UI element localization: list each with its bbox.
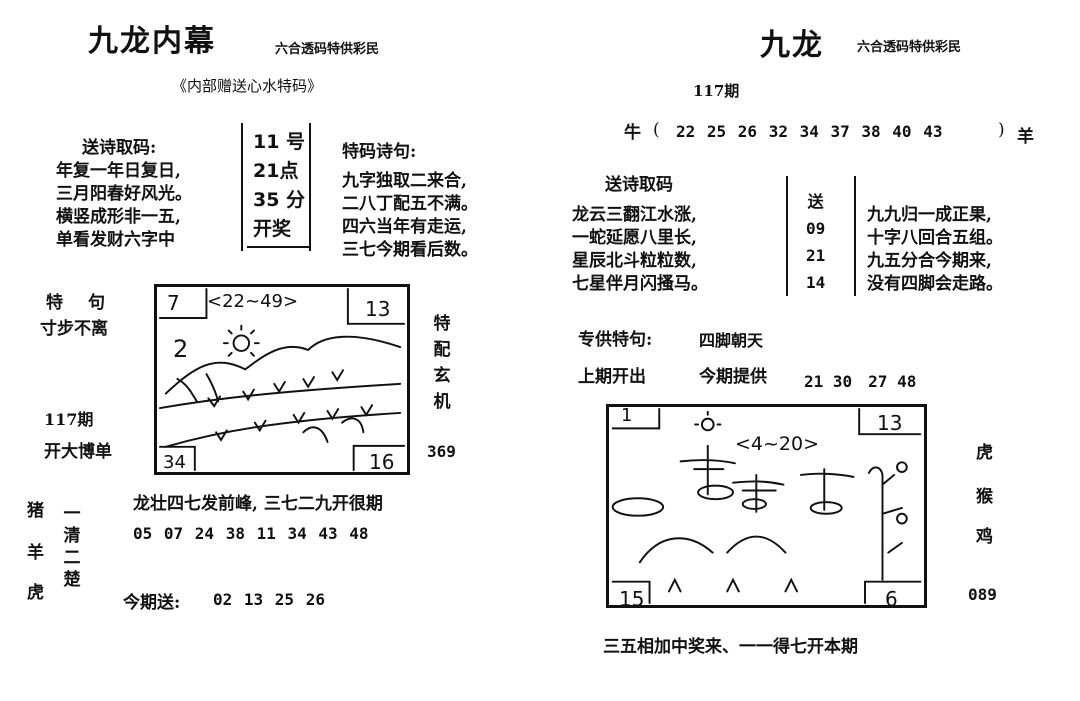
right-poem2-line: 没有四脚会走路。 xyxy=(867,274,1003,294)
right-poem2-line: 九五分合今期来, xyxy=(867,251,992,271)
right-send-column: 送 09 21 14 xyxy=(806,188,825,296)
left-zodiac-2: 羊 xyxy=(27,543,44,563)
sketch-range: <22~49> xyxy=(207,291,299,312)
right-last-label: 上期开出 xyxy=(578,367,646,387)
right-poem2: 九九归一成正果, 十字八回合五组。 九五分合今期来, 没有四脚会走路。 xyxy=(867,204,1003,296)
special-poem-line: 四六当年有走运, xyxy=(342,217,467,237)
right-niu: 牛 xyxy=(624,123,641,143)
right-provide-numbers: 21 30 27 48 xyxy=(804,372,917,391)
left-poem: 年复一年日复日, 三月阳春好风光。 横竖成形非一五, 单看发财六字中 xyxy=(56,160,192,252)
right-zodiac-1: 虎 xyxy=(976,443,993,463)
left-big-bet: 开大博单 xyxy=(44,442,112,462)
left-special-phrase: 寸步不离 xyxy=(40,319,108,339)
left-subtitle: 六合透码特供彩民 xyxy=(275,42,380,57)
right-yang: 羊 xyxy=(1017,127,1034,147)
right-paren-open: ( xyxy=(653,120,660,140)
left-today-numbers: 02 13 25 26 xyxy=(213,590,325,609)
sketch-corner-tr: 13 xyxy=(877,411,903,435)
left-zodiac-1: 猪 xyxy=(27,501,44,521)
sketch-corner-bl: 15 xyxy=(619,587,645,611)
right-poem: 龙云三翻江水涨, 一蛇延愿八里长, 星辰北斗粒粒数, 七星伴月闪搔马。 xyxy=(572,204,708,296)
left-today-label: 今期送: xyxy=(123,593,181,613)
sketch-corner-br: 6 xyxy=(885,587,898,611)
right-poem2-line: 九九归一成正果, xyxy=(867,205,992,225)
right-paren-close: ) xyxy=(998,120,1005,140)
left-dragon-line: 龙壮四七发前峰, 三七二九开很期 xyxy=(133,494,383,514)
right-numbers: 22 25 26 32 34 37 38 40 43 xyxy=(676,122,943,141)
draw-date: 11 号 xyxy=(253,131,306,153)
right-poem-label: 送诗取码 xyxy=(605,175,673,195)
right-subtitle: 六合透码特供彩民 xyxy=(857,40,962,55)
right-poem-line: 一蛇延愿八里长, xyxy=(572,228,697,248)
sketch-corner-bl: 34 xyxy=(163,452,186,473)
left-special-phrase-label: 特 句 xyxy=(46,293,109,313)
right-issue: 117期 xyxy=(693,82,740,100)
right-title: 九龙 xyxy=(760,28,824,63)
left-zodiac-3: 虎 xyxy=(27,583,44,603)
left-gift-line: 《内部赠送心水特码》 xyxy=(172,77,323,95)
sketch-corner-br: 16 xyxy=(369,450,395,474)
left-divider xyxy=(241,123,243,251)
left-special-poem: 九字独取二来合, 二八丁配五不满。 四六当年有走运, 三七今期看后数。 xyxy=(342,170,478,262)
left-sketch-drawing xyxy=(158,287,406,472)
left-poem-line: 单看发财六字中 xyxy=(56,230,175,250)
draw-minute: 35 分 xyxy=(253,189,306,211)
special-poem-line: 三七今期看后数。 xyxy=(342,240,478,260)
left-poem-line: 三月阳春好风光。 xyxy=(56,184,192,204)
send-number: 09 xyxy=(806,219,826,238)
right-special-label: 专供特句: xyxy=(578,330,653,350)
right-sketch: 1 <4~20> 13 15 6 xyxy=(606,404,927,611)
right-zodiac-2: 猴 xyxy=(976,487,993,507)
send-label: 送 xyxy=(807,192,824,211)
sketch-corner-tl: 7 xyxy=(167,291,180,315)
right-provide-label: 今期提供 xyxy=(699,367,767,387)
special-poem-line: 二八丁配五不满。 xyxy=(342,194,478,214)
draw-hour: 21点 xyxy=(253,160,299,182)
right-special-value: 四脚朝天 xyxy=(699,331,764,350)
left-poem-label: 送诗取码: xyxy=(82,138,157,158)
special-poem-line: 九字独取二来合, xyxy=(342,171,467,191)
left-xuanji-number: 369 xyxy=(427,442,456,461)
right-divider xyxy=(786,176,788,296)
left-divider xyxy=(309,123,311,251)
right-bottom-line: 三五相加中奖来、一一得七开本期 xyxy=(603,637,858,657)
sketch-corner-tl: 1 xyxy=(621,405,633,426)
draw-label: 开奖 xyxy=(253,218,292,240)
left-issue: 117期 xyxy=(44,410,94,429)
left-special-poem-label: 特码诗句: xyxy=(342,142,417,162)
right-poem2-line: 十字八回合五组。 xyxy=(867,228,1003,248)
left-qingchu: 一清二楚 xyxy=(63,504,81,590)
right-poem-line: 龙云三翻江水涨, xyxy=(572,205,697,225)
right-divider xyxy=(854,176,856,296)
right-zodiac-3: 鸡 xyxy=(976,527,993,547)
right-code: 089 xyxy=(968,585,997,604)
send-number: 14 xyxy=(806,273,826,292)
right-poem-line: 七星伴月闪搔马。 xyxy=(572,274,708,294)
left-xuanji: 特配玄机 xyxy=(433,314,451,412)
left-divider-bottom xyxy=(247,246,309,248)
left-sketch: 7 <22~49> 2 13 34 16 xyxy=(154,284,410,475)
sketch-corner-tr: 13 xyxy=(365,297,391,321)
right-poem-line: 星辰北斗粒粒数, xyxy=(572,251,697,271)
left-numbers-line: 05 07 24 38 11 34 43 48 xyxy=(133,524,369,543)
left-draw-time: 11 号 21点 35 分 开奖 xyxy=(253,128,305,244)
left-poem-line: 年复一年日复日, xyxy=(56,161,181,181)
left-poem-line: 横竖成形非一五, xyxy=(56,207,181,227)
left-title: 九龙内幕 xyxy=(88,24,216,59)
send-number: 21 xyxy=(806,246,826,265)
right-sketch-drawing xyxy=(611,407,922,605)
sketch-number: 2 xyxy=(173,335,189,363)
sketch-range: <4~20> xyxy=(735,433,820,455)
